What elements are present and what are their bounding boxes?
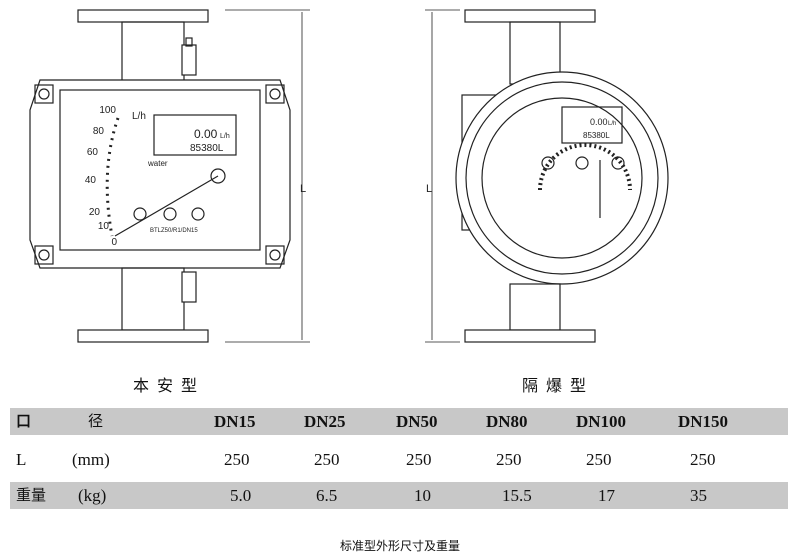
table-cell: 35 [690, 486, 707, 505]
table-cell: 10 [414, 486, 431, 505]
scale-tick: 80 [93, 126, 105, 137]
table-cell: 15.5 [502, 486, 532, 505]
display-rate: 0.00 [194, 127, 218, 141]
medium-label: water [147, 159, 168, 168]
header-cell: DN150 [678, 412, 729, 431]
table-header-row: 口 径 DN15 DN25 DN50 DN80 DN100 DN150 [10, 408, 788, 435]
scale-tick: 20 [89, 207, 101, 218]
scale-tick: 60 [87, 147, 99, 158]
model-label: BTLZ50/R1/DN15 [150, 228, 198, 234]
table-row-weight: 重量 (kg) 5.0 6.5 10 15.5 17 35 [10, 482, 788, 509]
header-cell: DN100 [576, 412, 627, 431]
display-total: 85380L [190, 143, 224, 154]
explosion-proof-meter-drawing [425, 9, 669, 343]
table-cell: 250 [496, 450, 522, 469]
table-cell: 5.0 [230, 486, 252, 505]
scale-tick: 100 [99, 105, 116, 116]
scale-unit: L/h [132, 111, 146, 122]
table-cell: 250 [406, 450, 432, 469]
header-cell: DN25 [304, 412, 346, 431]
left-figure-title: 本安型 [133, 376, 206, 395]
table-cell: 250 [314, 450, 340, 469]
right-figure-title: 隔爆型 [522, 376, 595, 395]
header-cell: DN50 [396, 412, 438, 431]
table-cell: 6.5 [316, 486, 338, 505]
right-dimension-l: L [426, 183, 432, 195]
header-cell: DN15 [214, 412, 256, 431]
header-label-2: 径 [88, 412, 104, 430]
header-label-1: 口 [16, 412, 32, 430]
right-display-rate: 0.00 [590, 117, 608, 127]
caption: 标准型外形尺寸及重量 [339, 539, 460, 553]
row-label-2: (mm) [72, 450, 110, 469]
table-cell: 17 [598, 486, 615, 505]
header-cell: DN80 [486, 412, 528, 431]
scale-tick: 10 [98, 221, 110, 232]
scale-tick: 0 [111, 237, 117, 248]
table-cell: 250 [690, 450, 716, 469]
row-label-1: L [16, 450, 27, 469]
table-row-length: L (mm) 250 250 250 250 250 250 [10, 446, 788, 473]
scale-tick: 40 [85, 175, 97, 186]
right-display-unit: L/h [608, 121, 616, 127]
table-cell: 250 [586, 450, 612, 469]
right-display-total: 85380L [583, 131, 610, 140]
flowmeter-drawings: L L 0 10 20 40 60 80 100 L/h 0.00 L/h 85… [29, 9, 669, 343]
row-label-1: 重量 [16, 486, 47, 504]
left-dimension-l: L [300, 183, 306, 195]
intrinsically-safe-meter-drawing [29, 9, 310, 343]
row-label-2: (kg) [78, 486, 107, 505]
table-cell: 250 [224, 450, 250, 469]
display-unit: L/h [220, 133, 230, 140]
